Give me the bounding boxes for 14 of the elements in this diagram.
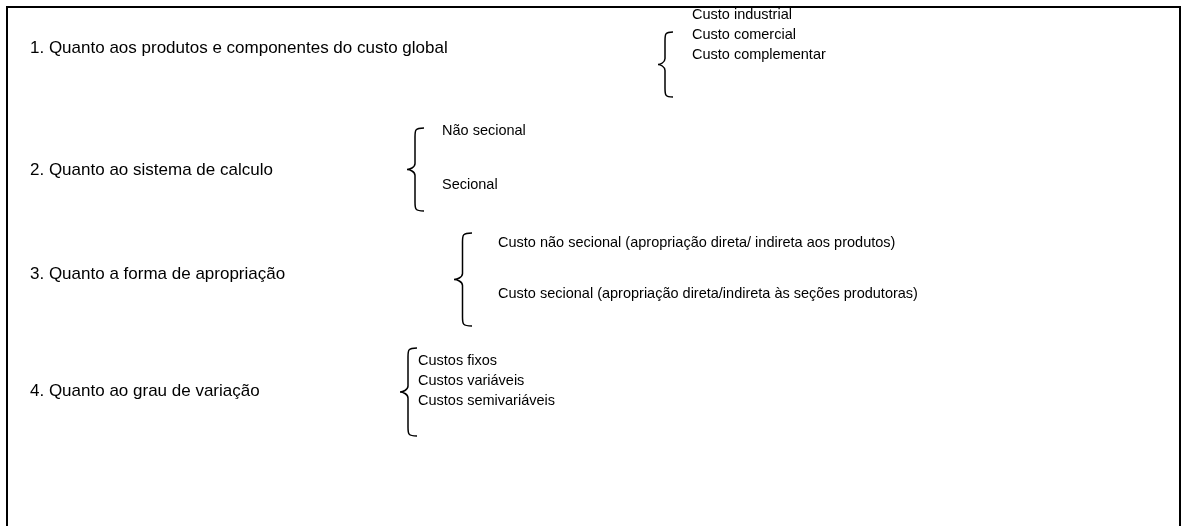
list-item: Custo comercial [692,25,796,44]
list-item: Custo complementar [692,45,826,64]
list-item: Custos fixos [418,351,497,370]
category-heading: 3. Quanto a forma de apropriação [30,264,286,284]
category-heading: 2. Quanto ao sistema de calculo [30,160,273,180]
list-item: Custo industrial [692,5,792,24]
list-item: Custo secional (apropriação direta/indireta às seções produtoras) [498,284,918,303]
list-item: Custos variáveis [418,371,525,390]
list-item: Não secional [442,121,526,140]
list-item: Custo não secional (apropriação direta/ indireta aos produtos) [498,233,896,252]
list-item: Secional [442,175,498,194]
category-heading: 4. Quanto ao grau de variação [30,381,260,401]
category-heading: 1. Quanto aos produtos e componentes do custo global [30,38,448,58]
list-item: Custos semivariáveis [418,391,555,410]
